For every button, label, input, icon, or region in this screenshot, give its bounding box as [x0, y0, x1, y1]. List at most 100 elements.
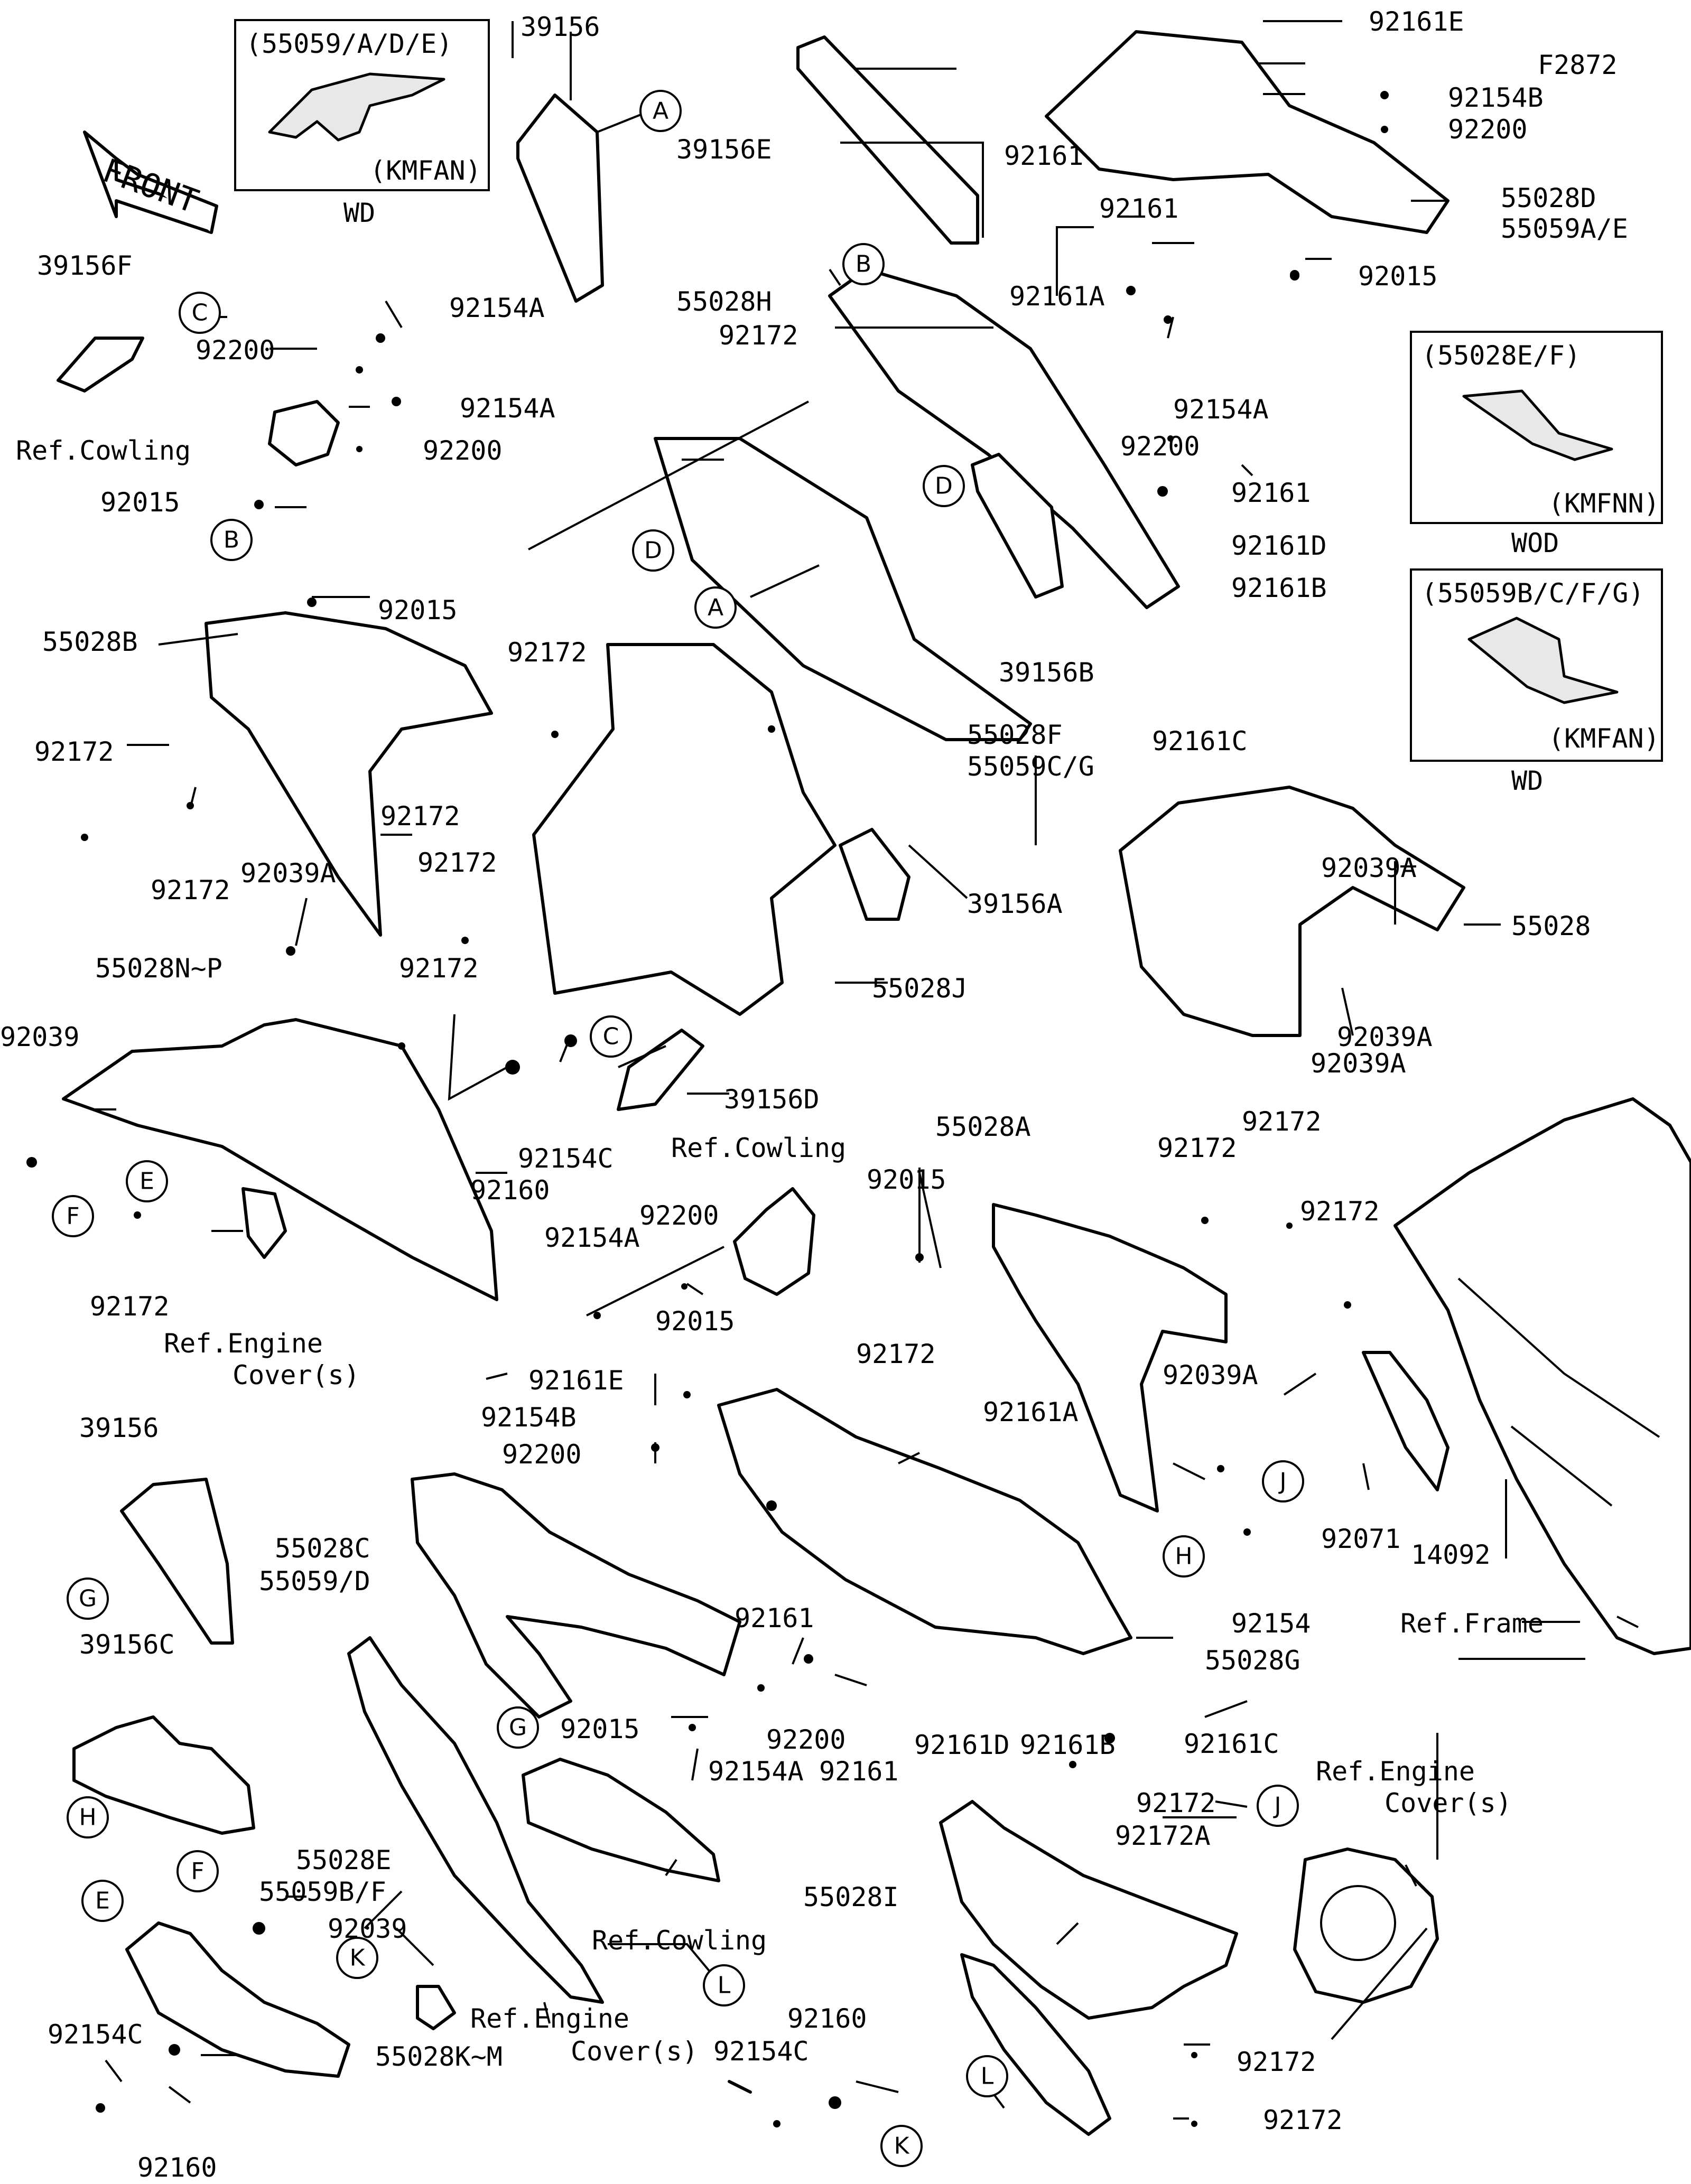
- svg-text:C: C: [603, 1023, 619, 1050]
- label-55028j: 55028J: [872, 973, 968, 1004]
- label-92172-lower-3: 92172: [1263, 2105, 1343, 2135]
- label-55028f: 55028F: [967, 720, 1063, 750]
- label-92172-c: 92172: [380, 801, 460, 832]
- svg-text:A: A: [708, 594, 723, 621]
- label-ref-engine-right-1: Ref.Engine: [1316, 1756, 1475, 1787]
- callout-l-bottom: L: [966, 2055, 1008, 2097]
- label-92161-a: 92161: [1004, 141, 1084, 171]
- label-92172-lower-2: 92172: [1237, 2047, 1316, 2077]
- svg-text:J: J: [1278, 1468, 1287, 1495]
- label-39156-lower: 39156: [79, 1413, 159, 1443]
- fastener-dots: [26, 91, 1389, 2127]
- callout-e-top: E: [126, 1160, 168, 1202]
- callout-f-bottom: F: [176, 1850, 219, 1892]
- inset-wd-top-model: (KMFAN): [370, 155, 481, 186]
- callout-d-right: D: [923, 465, 965, 507]
- label-ref-frame: Ref.Frame: [1400, 1608, 1544, 1639]
- label-55059ae: 55059A/E: [1501, 213, 1628, 244]
- callout-g-left: G: [67, 1578, 109, 1620]
- label-92154: 92154: [1231, 1608, 1311, 1639]
- callout-d-left: D: [632, 529, 674, 572]
- label-92039a-center: 92039A: [1163, 1360, 1258, 1390]
- label-92161-right: 92161: [1231, 478, 1311, 508]
- label-92015-center-2: 92015: [655, 1306, 735, 1337]
- callout-e-bottom: E: [81, 1880, 124, 1922]
- label-92161e-top: 92161E: [1369, 6, 1464, 37]
- label-92161e-center: 92161E: [528, 1365, 624, 1396]
- label-55028b: 55028B: [42, 627, 138, 657]
- label-92160-mid: 92160: [470, 1175, 550, 1206]
- callout-k-left: K: [336, 1937, 378, 1979]
- label-ref-engine-lower-1: Ref.Engine: [470, 2003, 629, 2034]
- svg-text:H: H: [1175, 1543, 1192, 1570]
- inset-wod-title: (55028E/F): [1421, 340, 1581, 371]
- label-92200-center-2: 92200: [502, 1439, 582, 1470]
- label-92161a-center: 92161A: [983, 1397, 1079, 1427]
- label-55059d: 55059/D: [259, 1566, 370, 1597]
- label-92200-top: 92200: [1448, 114, 1528, 145]
- label-ref-engine-left-1: Ref.Engine: [164, 1328, 323, 1359]
- label-92039-left: 92039: [0, 1022, 80, 1052]
- label-92200-right: 92200: [1120, 431, 1200, 462]
- part-labels: 92161E 92154B 92200 55028D 55059A/E 9201…: [0, 6, 1628, 2183]
- svg-text:A: A: [653, 98, 668, 125]
- svg-text:G: G: [509, 1714, 527, 1741]
- label-92154c-bottom: 92154C: [713, 2036, 809, 2067]
- label-ref-cowling-top: Ref.Cowling: [16, 435, 191, 466]
- label-92015-center: 92015: [867, 1164, 946, 1195]
- label-39156f: 39156F: [37, 250, 133, 281]
- label-92039-lower: 92039: [328, 1914, 407, 1944]
- svg-text:L: L: [718, 1972, 731, 1999]
- front-arrow-icon: FRONT: [83, 130, 218, 234]
- part-shapes: [57, 30, 1691, 2136]
- svg-text:F: F: [66, 1203, 79, 1230]
- label-92172-lower-1: 92172: [1136, 1788, 1216, 1818]
- callout-k-bottom: K: [880, 2125, 923, 2167]
- callout-h-left: H: [67, 1796, 109, 1838]
- label-55028i: 55028I: [803, 1882, 899, 1912]
- label-92154c-mid: 92154C: [518, 1143, 614, 1174]
- label-92172-b: 92172: [34, 736, 114, 767]
- inset-wod: (55028E/F) (KMFNN) WOD: [1410, 331, 1663, 558]
- label-92039a-right-1: 92039A: [1321, 853, 1417, 883]
- svg-text:K: K: [894, 2133, 910, 2160]
- label-92172-g: 92172: [90, 1291, 170, 1322]
- label-92172-a: 92172: [507, 637, 587, 668]
- label-55059cg: 55059C/G: [967, 751, 1094, 782]
- label-ref-cowling-mid: Ref.Cowling: [671, 1133, 846, 1163]
- svg-text:D: D: [644, 537, 662, 564]
- inset-wd-top-caption: WD: [343, 198, 375, 228]
- label-92160-bottom: 92160: [787, 2003, 867, 2034]
- svg-text:J: J: [1273, 1793, 1281, 1819]
- label-92161-b: 92161: [1099, 193, 1179, 224]
- svg-text:E: E: [95, 1888, 110, 1915]
- label-92154a-left-2: 92154A: [460, 393, 555, 424]
- label-55028-right: 55028: [1511, 911, 1591, 941]
- callout-c-top: C: [179, 292, 221, 334]
- label-ref-engine-right-2: Cover(s): [1385, 1788, 1512, 1818]
- leader-lines: [95, 20, 1639, 2120]
- callout-c-mid: C: [590, 1015, 632, 1058]
- label-92154a-lower: 92154A: [708, 1756, 804, 1787]
- label-55028n-p: 55028N~P: [95, 953, 222, 984]
- label-39156a: 39156A: [967, 889, 1063, 919]
- callout-h-right: H: [1163, 1535, 1205, 1578]
- callout-g-mid: G: [497, 1706, 539, 1749]
- label-39156d: 39156D: [724, 1084, 820, 1115]
- label-92172-h: 92172: [1242, 1106, 1322, 1137]
- label-55028e: 55028E: [296, 1845, 392, 1875]
- svg-text:B: B: [856, 251, 871, 278]
- inset-wd-right-caption: WD: [1511, 766, 1543, 796]
- svg-text:B: B: [224, 527, 239, 554]
- label-55059bf: 55059B/F: [259, 1877, 386, 1907]
- label-92160-lower: 92160: [137, 2152, 217, 2183]
- label-92172-d: 92172: [151, 875, 230, 906]
- label-92161-lower: 92161: [819, 1756, 899, 1787]
- label-92154b-center: 92154B: [481, 1402, 577, 1433]
- label-92039a-right-3: 92039A: [1311, 1048, 1406, 1079]
- svg-text:E: E: [140, 1168, 154, 1195]
- callout-b-top: B: [842, 243, 885, 285]
- label-39156-top: 39156: [521, 12, 600, 42]
- label-92161b-lower: 92161B: [1020, 1730, 1116, 1760]
